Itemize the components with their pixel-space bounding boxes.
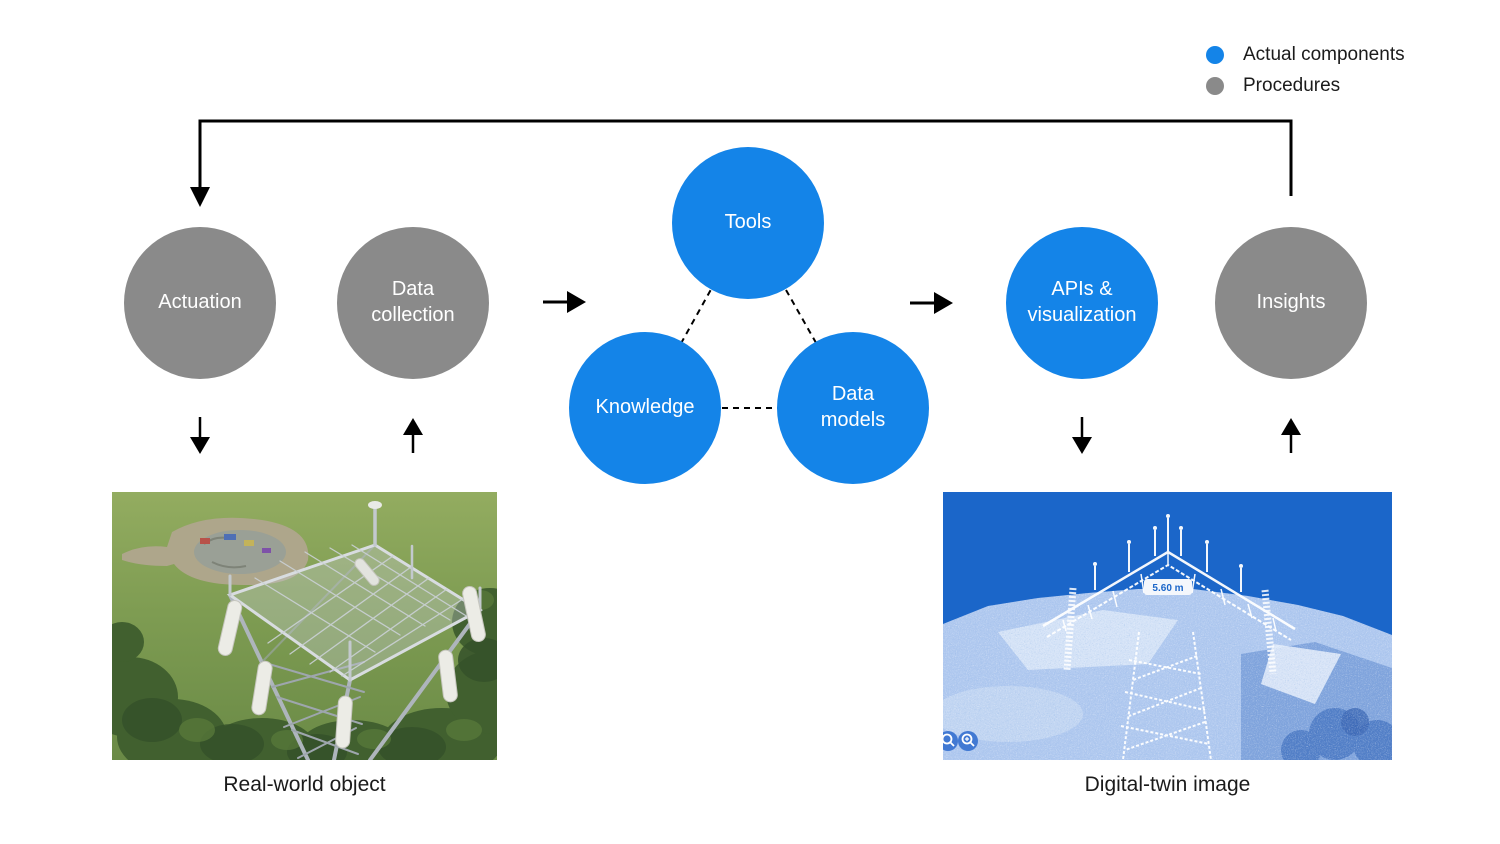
legend-label: Procedures [1243,75,1341,96]
legend: Actual components Procedures [1206,44,1405,106]
arrowhead-down-icon [190,187,210,207]
digital-twin-caption: Digital-twin image [1084,773,1251,796]
arrow-digital-twin-to-insights [1281,418,1301,453]
cell-tower-illustration [217,501,486,760]
node-knowledge: Knowledge [569,332,721,484]
arrowhead-up-icon [403,418,423,435]
skatepark [122,517,309,586]
real-world-caption: Real-world object [223,773,386,796]
arrow-real-world-to-data-collection [403,418,423,453]
legend-item-actual-components: Actual components [1206,44,1405,66]
node-label: Tools [724,211,772,234]
zoom-in-icon [958,731,978,751]
real-world-figure: Real-world object [112,492,497,796]
measurement-label: 5.60 m [1144,579,1192,595]
legend-label: Actual components [1243,44,1405,65]
arrowhead-right-icon [934,292,953,314]
component-color-dot-icon [1206,46,1224,64]
legend-item-procedures: Procedures [1206,75,1405,97]
feedback-loop-arrow [190,119,1293,207]
procedure-color-dot-icon [1206,77,1224,95]
digital-twin-photo: 5.60 m [943,492,1392,760]
real-world-photo [112,492,497,760]
arrowhead-up-icon [1281,418,1301,435]
node-apis-visualization: APIs & visualization [1006,227,1158,379]
arrow-apis-to-digital-twin [1072,417,1092,454]
arrow-actuation-to-real-world [190,417,210,454]
point-cloud-terrain [943,589,1392,760]
dish-antenna-icon [368,501,382,509]
node-tools: Tools [672,147,824,299]
node-label: APIs & visualization [1027,278,1137,326]
node-label: Knowledge [595,396,695,419]
node-label: Insights [1256,291,1326,314]
node-insights: Insights [1215,227,1367,379]
arrowhead-down-icon [190,437,210,454]
panel-antennas [217,558,486,749]
digital-twin-figure: 5.60 m Digital-twin image [943,492,1392,796]
point-cloud-tower [1042,514,1296,760]
zoom-out-icon [943,731,958,751]
arrow-data-collection-to-core [543,291,586,313]
node-actuation: Actuation [124,227,276,379]
arrow-core-to-apis [910,292,953,314]
node-label: Data collection [371,278,455,326]
measurement-text: 5.60 m [1152,583,1183,594]
arrowhead-down-icon [1072,437,1092,454]
node-data-models: Data models [777,332,929,484]
node-data-collection: Data collection [337,227,489,379]
arrowhead-right-icon [567,291,586,313]
node-label: Data models [820,383,886,431]
node-label: Actuation [158,291,242,314]
